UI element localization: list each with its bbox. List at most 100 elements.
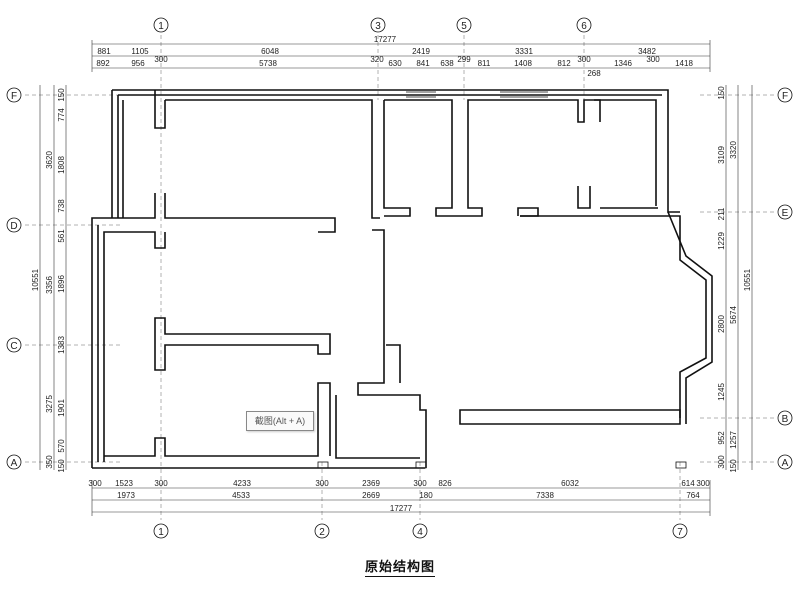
axis-label: A xyxy=(782,458,789,469)
dim-top-2: 956 xyxy=(131,59,145,68)
dim-bottom-1: 300 xyxy=(154,479,168,488)
axis-label: 5 xyxy=(461,21,467,32)
dim-top-1: 2419 xyxy=(412,47,430,56)
dim-top-2: 812 xyxy=(557,59,571,68)
dim-bottom-1: 614 xyxy=(681,479,695,488)
dim-right-2: 2800 xyxy=(717,315,726,333)
dim-bottom-1: 300 xyxy=(696,479,710,488)
dim-top-1: 3331 xyxy=(515,47,533,56)
columns xyxy=(317,461,687,469)
dim-top-1: 1105 xyxy=(131,47,149,56)
left-dimensions: 10551 3620 3356 3275 150 774 1808 738 56… xyxy=(31,85,67,473)
axis-label: F xyxy=(11,91,17,102)
dim-bottom-1: 300 xyxy=(88,479,102,488)
dim-bottom-1: 300 xyxy=(315,479,329,488)
dim-right-1: 1257 xyxy=(729,431,738,449)
axis-label: B xyxy=(782,414,789,425)
dim-bottom-2: 2669 xyxy=(362,491,380,500)
dim-top-2: 638 xyxy=(440,59,454,68)
bottom-dimensions: 300 1523 300 4233 300 2369 300 826 6032 … xyxy=(88,479,711,516)
axis-label: 6 xyxy=(581,21,587,32)
dim-right-2: 211 xyxy=(717,207,726,220)
dim-bottom-1: 826 xyxy=(438,479,452,488)
dim-top-2: 300 xyxy=(646,55,660,64)
dim-bottom-1: 6032 xyxy=(561,479,579,488)
dim-right-2: 150 xyxy=(717,86,726,100)
dim-right-2: 1245 xyxy=(717,383,726,401)
dim-left-2: 1808 xyxy=(57,156,66,174)
axis-bubbles-left: F D C A xyxy=(6,87,22,470)
dim-top-small: 268 xyxy=(587,69,601,78)
dim-bottom-1: 4233 xyxy=(233,479,251,488)
dim-left-1: 3275 xyxy=(45,395,54,413)
screenshot-hint-tooltip: 截图(Alt + A) xyxy=(246,411,314,431)
axis-grid xyxy=(25,35,775,520)
drawing-caption: 原始结构图 xyxy=(0,556,800,577)
right-dimensions: 10551 3320 5674 1257 150 3109 211 1229 2… xyxy=(717,85,753,473)
dim-left-2: 150 xyxy=(57,88,66,102)
dim-bottom-2: 7338 xyxy=(536,491,554,500)
top-dimensions: 17277 881 1105 6048 2419 3331 3482 892 9… xyxy=(91,35,711,78)
dim-right-2: 1229 xyxy=(717,232,726,250)
dim-left-2: 774 xyxy=(57,108,66,122)
dim-left-1: 3356 xyxy=(45,276,54,294)
axis-bubbles-right: F E B A xyxy=(777,87,793,470)
dim-top-2: 300 xyxy=(154,55,168,64)
axis-label: 4 xyxy=(417,527,423,538)
dim-top-2: 1346 xyxy=(614,59,632,68)
dim-left-2: 350 xyxy=(45,455,54,469)
axis-label: F xyxy=(782,91,788,102)
dim-right-2: 300 xyxy=(717,455,726,469)
axis-label: 3 xyxy=(375,21,381,32)
dim-right-1: 5674 xyxy=(729,306,738,324)
dim-top-2: 811 xyxy=(478,59,491,68)
dim-top-2: 1408 xyxy=(514,59,532,68)
axis-label: D xyxy=(10,221,17,232)
dim-right-2: 3109 xyxy=(717,146,726,164)
dim-top-2: 892 xyxy=(96,59,110,68)
axis-label: A xyxy=(11,458,18,469)
dim-left-2: 150 xyxy=(57,459,66,473)
dim-bottom-total: 17277 xyxy=(390,504,413,513)
dim-right-1: 3320 xyxy=(729,141,738,159)
dim-left-2: 561 xyxy=(57,229,66,243)
dim-bottom-2: 180 xyxy=(419,491,433,500)
dim-right-2: 952 xyxy=(717,431,726,445)
caption-text: 原始结构图 xyxy=(364,560,435,577)
dim-top-1: 3482 xyxy=(638,47,656,56)
axis-label: 1 xyxy=(158,21,164,32)
dim-left-2: 1896 xyxy=(57,275,66,293)
axis-label: C xyxy=(10,341,17,352)
dim-top-2: 300 xyxy=(577,55,591,64)
dim-top-total: 17277 xyxy=(374,35,397,44)
dim-left-2: 570 xyxy=(57,439,66,453)
dim-top-2: 1418 xyxy=(675,59,693,68)
dim-bottom-1: 300 xyxy=(413,479,427,488)
dim-left-2: 1901 xyxy=(57,399,66,417)
dim-left-2: 738 xyxy=(57,199,66,213)
dim-left-1: 3620 xyxy=(45,151,54,169)
axis-bubbles-bottom: 1 2 4 7 xyxy=(153,523,688,539)
dim-top-2: 5738 xyxy=(259,59,277,68)
dim-left-total: 10551 xyxy=(31,268,40,291)
dim-left-2: 1383 xyxy=(57,336,66,354)
axis-label: 1 xyxy=(158,527,164,538)
axis-label: 2 xyxy=(319,527,325,538)
dim-top-2: 320 xyxy=(370,55,384,64)
dim-top-1: 6048 xyxy=(261,47,279,56)
dim-right-total: 10551 xyxy=(743,268,752,291)
axis-label: E xyxy=(782,208,789,219)
dim-bottom-2: 1973 xyxy=(117,491,135,500)
dim-right-2: 150 xyxy=(729,459,738,473)
axis-label: 7 xyxy=(677,527,683,538)
dim-bottom-1: 1523 xyxy=(115,479,133,488)
dim-top-2: 630 xyxy=(388,59,402,68)
dim-bottom-2: 4533 xyxy=(232,491,250,500)
dim-bottom-1: 2369 xyxy=(362,479,380,488)
walls xyxy=(91,89,713,469)
dim-bottom-2: 764 xyxy=(686,491,700,500)
dim-top-1: 881 xyxy=(97,47,111,56)
dim-top-2: 841 xyxy=(416,59,430,68)
axis-bubbles-top: 1 3 5 6 xyxy=(153,17,592,33)
